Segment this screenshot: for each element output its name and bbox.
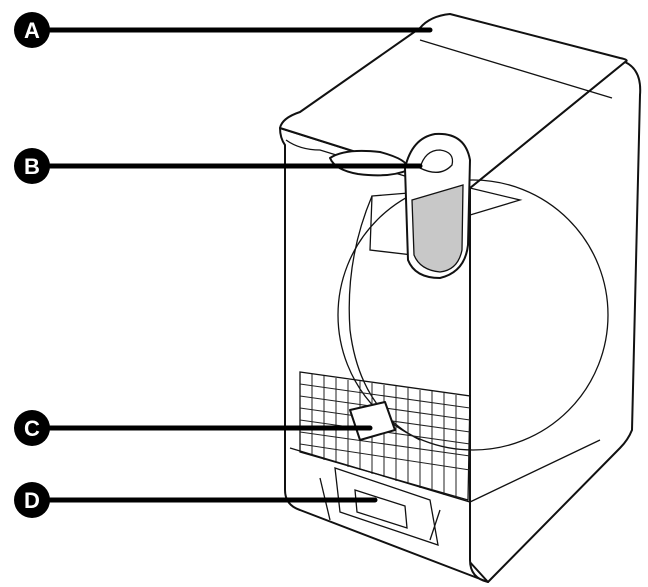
callout-b-letter: B (24, 154, 40, 179)
callout-c-letter: C (24, 416, 40, 441)
callout-leaders (29, 27, 433, 503)
top-panel-seam (419, 39, 613, 99)
dryer-top-panel (279, 13, 628, 189)
callout-a-letter: A (24, 18, 40, 43)
plinth-flap-handle (354, 489, 408, 529)
grille-frame (299, 371, 471, 501)
callout-b: B (14, 148, 50, 184)
callout-d: D (14, 482, 50, 518)
door-outer (337, 179, 609, 451)
water-container (329, 132, 471, 279)
callout-a-circle (14, 12, 50, 48)
callout-b-circle (14, 148, 50, 184)
top-edge-line (285, 139, 471, 197)
callout-a: A (14, 12, 50, 48)
callout-c: C (14, 410, 50, 446)
bottom-plinth (289, 439, 601, 546)
dryer-body (279, 13, 642, 583)
callout-d-letter: D (24, 488, 40, 513)
water-container-grip-fill (411, 184, 464, 273)
water-container-grip-hole (419, 149, 454, 173)
plinth-foot-right (429, 509, 441, 541)
plinth-top-edge (289, 439, 601, 503)
plinth-flap (334, 467, 439, 546)
callout-d-circle (14, 482, 50, 518)
callout-c-circle (14, 410, 50, 446)
dryer-side-panel (467, 61, 642, 583)
